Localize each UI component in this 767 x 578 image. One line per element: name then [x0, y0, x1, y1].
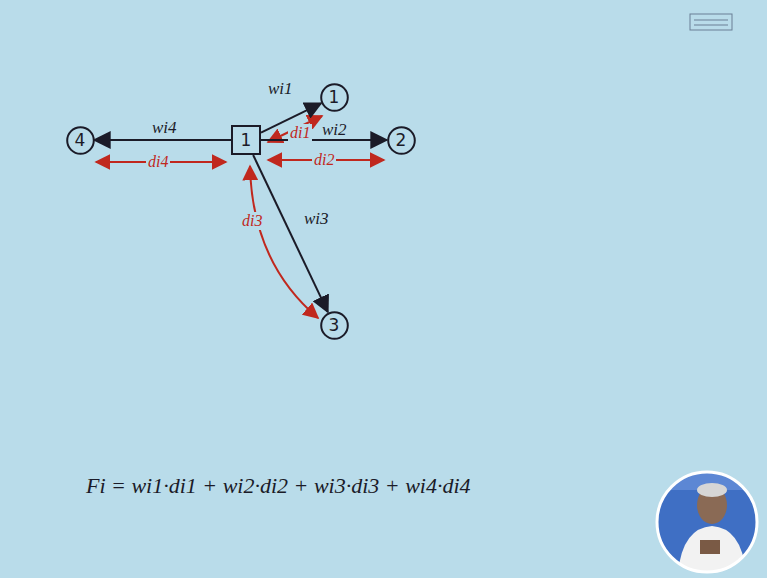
distance-label: di3	[240, 212, 264, 230]
weight-label: wi1	[266, 80, 295, 99]
distance-arrow	[268, 116, 322, 142]
node-number: 1	[329, 89, 340, 106]
weight-label: wi4	[150, 119, 179, 138]
stamp-line	[694, 25, 728, 26]
node-number: 1	[241, 132, 252, 149]
node-number: 4	[75, 132, 86, 149]
distance-label: di1	[288, 124, 312, 142]
location-circle: 4	[66, 126, 95, 155]
cost-formula: Fi = wi1·di1 + wi2·di2 + wi3·di3 + wi4·d…	[84, 474, 473, 498]
stamp	[690, 14, 732, 30]
flow-arrow	[253, 155, 328, 312]
distance-label: di2	[312, 151, 336, 169]
weight-label: wi2	[320, 121, 349, 140]
facility-box: 1	[231, 125, 261, 155]
distance-label: di4	[146, 153, 170, 171]
presenter-photo	[655, 470, 759, 574]
flow-arrow	[261, 139, 387, 141]
distance-arrow	[250, 166, 318, 318]
location-circle: 2	[387, 126, 416, 155]
flow-arrow	[95, 139, 232, 141]
location-circle: 3	[320, 311, 349, 340]
location-circle: 1	[320, 83, 349, 112]
node-number: 2	[396, 132, 407, 149]
weight-label: wi3	[302, 210, 331, 229]
node-number: 3	[329, 317, 340, 334]
stamp-line	[694, 20, 728, 21]
